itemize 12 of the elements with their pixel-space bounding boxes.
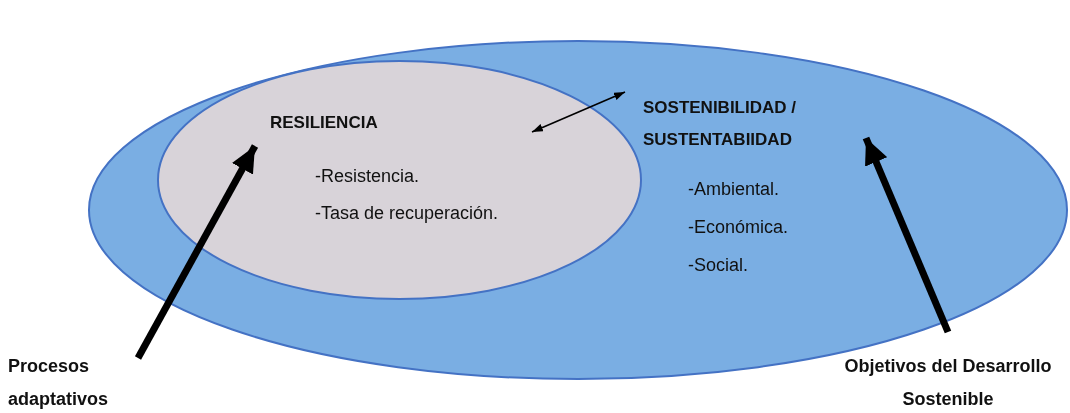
list-item: -Ambiental. <box>688 179 780 200</box>
list-item: -Social. <box>688 255 749 276</box>
arrow <box>134 144 259 360</box>
list-item: -Resistencia. <box>315 166 420 187</box>
arrow <box>862 136 952 334</box>
list-item: -Económica. <box>688 217 789 238</box>
list-item: -Tasa de recuperación. <box>315 203 499 224</box>
double-arrow <box>531 91 626 133</box>
heading-text: SOSTENIBILIDAD / SUSTENTABIIDAD <box>643 97 797 152</box>
label-text: Procesos adaptativos <box>8 355 110 412</box>
heading-text: RESILIENCIA <box>270 113 378 133</box>
label-text: Objetivos del Desarrollo Sostenible <box>843 355 1053 412</box>
